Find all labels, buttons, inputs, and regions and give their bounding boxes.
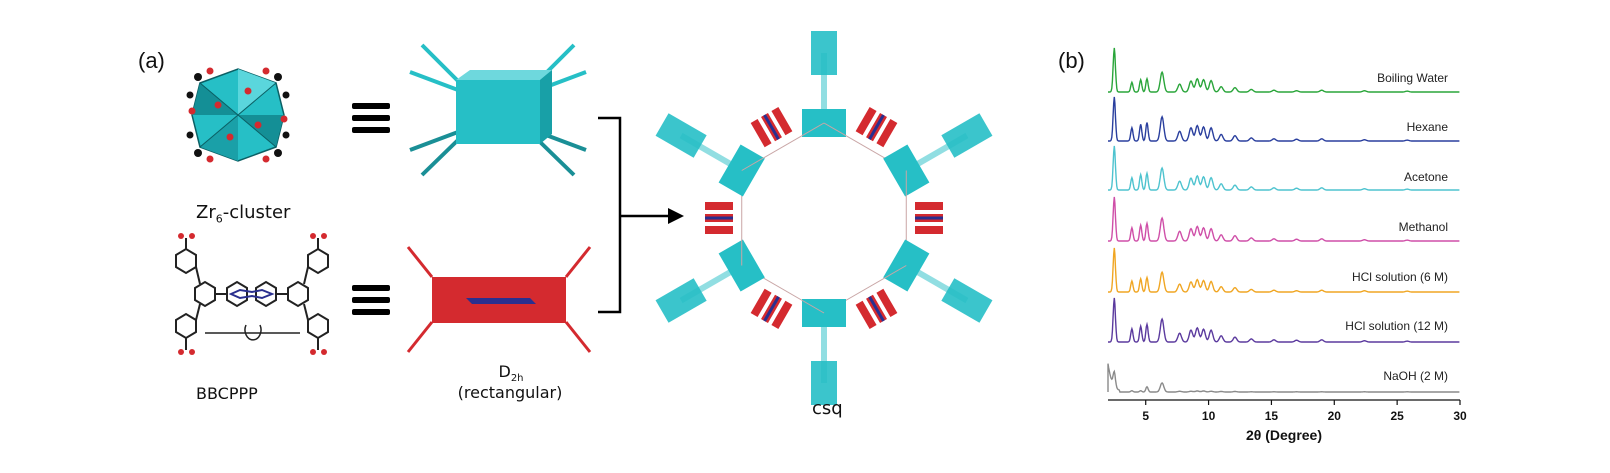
- bbcppp-oxygen-atoms: [178, 233, 327, 355]
- pxrd-series-line: [1108, 247, 1460, 293]
- d2h-label: D2h: [498, 362, 524, 385]
- csq-framework-icon: [655, 31, 993, 405]
- csq-porphyrin: [868, 114, 885, 140]
- csq-linker: [855, 106, 877, 136]
- csq-linker: [771, 106, 793, 136]
- pxrd-series-line: [1108, 47, 1460, 93]
- reaction-arrow-icon: [668, 208, 684, 224]
- pxrd-series-line: [1108, 145, 1460, 191]
- panel-b-label: (b): [1058, 48, 1085, 73]
- panel-a-label: (a): [138, 48, 165, 73]
- pxrd-series-line: [1107, 363, 1460, 393]
- x-tick-label: 10: [1202, 409, 1216, 423]
- equivalence-symbol-bottom: [352, 285, 390, 315]
- bbcppp-label: BBCPPP: [196, 384, 258, 403]
- pxrd-series-label: Hexane: [1407, 120, 1449, 134]
- csq-linker: [855, 300, 877, 330]
- csq-linker: [705, 202, 733, 210]
- pxrd-series-label: Boiling Water: [1377, 71, 1448, 85]
- pxrd-series-line: [1108, 297, 1460, 343]
- pxrd-series-label: Methanol: [1399, 220, 1448, 234]
- csq-linker: [915, 202, 943, 210]
- x-tick-label: 20: [1328, 409, 1342, 423]
- csq-linker: [915, 226, 943, 234]
- pxrd-series-line: [1108, 96, 1460, 142]
- csq-porphyrin: [763, 296, 780, 322]
- csq-porphyrin: [763, 114, 780, 140]
- x-tick-label: 25: [1390, 409, 1404, 423]
- zr6-cluster-icon: [186, 67, 290, 163]
- linker-node-icon: [406, 246, 592, 353]
- csq-linker: [750, 118, 772, 148]
- x-axis-label: 2θ (Degree): [1246, 427, 1322, 443]
- pxrd-series-label: HCl solution (12 M): [1345, 319, 1448, 333]
- csq-linker: [750, 288, 772, 318]
- csq-linker: [876, 118, 898, 148]
- pxrd-series-label: HCl solution (6 M): [1352, 270, 1448, 284]
- csq-linker: [876, 288, 898, 318]
- d2h-description: (rectangular): [457, 383, 563, 402]
- csq-linker: [705, 226, 733, 234]
- csq-porphyrin: [868, 296, 885, 322]
- x-tick-label: 5: [1142, 409, 1149, 423]
- cluster-node-icon: [409, 43, 587, 177]
- csq-label: csq: [812, 398, 843, 419]
- combination-bracket: [598, 116, 672, 314]
- bbcppp-molecule-icon: [175, 238, 329, 350]
- pxrd-series-line: [1108, 196, 1460, 242]
- x-tick-label: 30: [1453, 409, 1467, 423]
- pxrd-series-label: NaOH (2 M): [1383, 369, 1448, 383]
- x-tick-label: 15: [1265, 409, 1279, 423]
- pxrd-series-label: Acetone: [1404, 170, 1448, 184]
- csq-linker: [771, 300, 793, 330]
- equivalence-symbol-top: [352, 103, 390, 133]
- zr6-cluster-label: Zr6-cluster: [196, 202, 291, 226]
